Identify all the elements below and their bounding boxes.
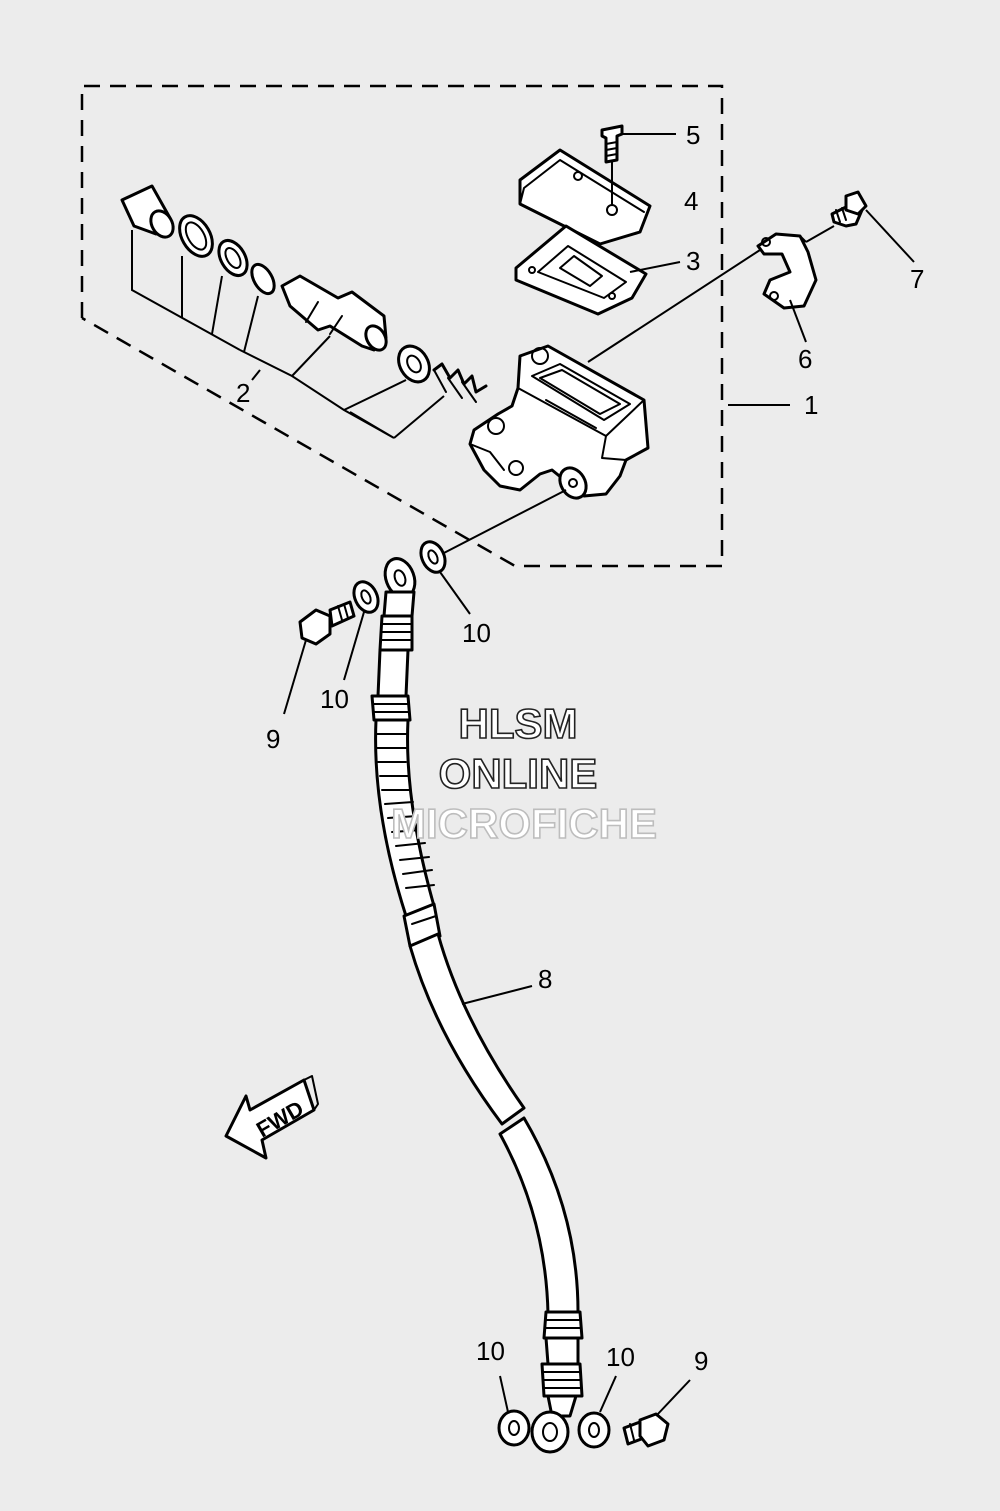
lower-banjo-bolt (622, 1412, 670, 1448)
upper-washer-left (352, 580, 380, 614)
forward-direction-arrow: FWD (224, 1075, 319, 1160)
watermark-line-2: ONLINE (439, 750, 598, 797)
lower-washer-left (497, 1409, 531, 1447)
brake-hose (370, 557, 584, 1454)
lower-washer-right (577, 1411, 611, 1449)
callout-4: 4 (684, 186, 698, 216)
callout-9-top-leader (283, 639, 307, 715)
master-cylinder-body (468, 344, 650, 500)
clamp-bolt (830, 190, 868, 228)
upper-banjo-bolt (298, 600, 356, 646)
clamp-lead-line (587, 249, 761, 363)
callout-9-top: 9 (266, 724, 280, 754)
upper-washer-right (419, 540, 447, 574)
callout-7-leader (865, 209, 915, 263)
piston-kit (120, 184, 488, 439)
callout-10-b: 10 (320, 684, 349, 714)
callout-6-leader (789, 299, 807, 343)
callout-9-bottom: 9 (694, 1346, 708, 1376)
diaphragm (514, 224, 648, 316)
banjo-lead-line (439, 489, 567, 556)
cap-screw (600, 124, 624, 206)
reservoir-cap (518, 148, 652, 246)
callout-10-c: 10 (476, 1336, 505, 1366)
callout-10-a-leader (439, 571, 471, 615)
callout-10-d: 10 (606, 1342, 635, 1372)
callout-6: 6 (798, 344, 812, 374)
watermark-line-3: MICROFICHE (391, 800, 657, 847)
callout-3-leader (629, 261, 681, 273)
handlebar-clamp (756, 232, 818, 310)
callout-10-a: 10 (462, 618, 491, 648)
bolt-lead-line (805, 225, 835, 243)
callout-8-leader (461, 985, 533, 1005)
callout-8: 8 (538, 964, 552, 994)
callout-10-c-leader (499, 1375, 509, 1413)
callout-1: 1 (804, 390, 818, 420)
callout-5: 5 (686, 120, 700, 150)
assembly-boundary (80, 84, 724, 568)
watermark: HLSM ONLINE MICROFICHE (390, 699, 658, 848)
watermark-line-1: HLSM (459, 700, 578, 747)
callout-7: 7 (910, 264, 924, 294)
callout-2: 2 (236, 378, 250, 408)
callout-10-d-leader (599, 1375, 617, 1413)
callout-9-bottom-leader (655, 1379, 691, 1417)
callout-10-b-leader (343, 611, 365, 681)
callout-3: 3 (686, 246, 700, 276)
